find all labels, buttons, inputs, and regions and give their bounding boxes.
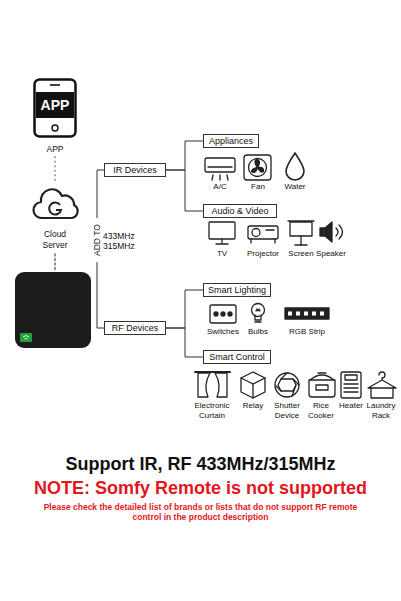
- rgb-strip-icon: [285, 308, 329, 319]
- hub-device: [15, 272, 91, 348]
- box-text: Smart Lighting: [204, 284, 270, 296]
- cloud-caption: Cloud Server: [39, 229, 71, 251]
- device-label: Projector: [241, 249, 285, 259]
- cloud-outline: [30, 185, 80, 225]
- group-box: Smart Control: [203, 350, 271, 364]
- device-label: Shutter Device: [270, 401, 304, 420]
- branch-line: [166, 141, 203, 170]
- device-label: Rice Cooker: [306, 401, 336, 420]
- dotted-link: [54, 254, 55, 270]
- wifi-indicator: [20, 333, 32, 342]
- note-detail: Please check the detailed list of brands…: [33, 502, 369, 522]
- water-icon: [286, 153, 304, 180]
- box-text: RF Devices: [105, 322, 165, 334]
- curtain-icon: [195, 372, 230, 397]
- relay-icon: [241, 372, 265, 398]
- bulb-icon: [252, 304, 265, 323]
- switch-icon: [210, 305, 236, 323]
- device-label: A/C: [200, 182, 240, 192]
- device-label: Speaker: [313, 249, 349, 259]
- cloud-logo: [49, 203, 61, 215]
- phone-button: [52, 125, 58, 131]
- dotted-link: [55, 156, 56, 183]
- group-box: Smart Lighting: [203, 283, 271, 297]
- phone-screen: [36, 92, 74, 118]
- group-box: Audio & Video: [203, 204, 277, 218]
- device-label: Electronic Curtain: [191, 401, 233, 420]
- cloud-server: Cloud Server: [30, 185, 80, 225]
- device-label: Screen: [283, 249, 319, 259]
- link-label: ADD TO: [92, 218, 102, 262]
- cloud-shape: [33, 189, 77, 218]
- category-box: IR Devices: [104, 163, 166, 177]
- box-text: Audio & Video: [204, 205, 276, 217]
- shutter-icon: [275, 373, 299, 397]
- device-label: Heater: [336, 401, 366, 411]
- note-text: NOTE: Somfy Remote is not supported: [0, 478, 401, 500]
- support-heading: Support IR, RF 433MHz/315MHz: [0, 454, 401, 476]
- rice-cooker-icon: [309, 373, 335, 397]
- branch-line: [166, 170, 203, 211]
- device-label: Relay: [238, 401, 268, 411]
- phone-speaker: [50, 84, 60, 86]
- device-label: Switches: [203, 327, 243, 337]
- device-label: Laundry Rack: [363, 401, 399, 420]
- device-label: Fan: [238, 182, 278, 192]
- app-phone: APPAPP: [33, 78, 77, 138]
- device-label: Bulbs: [242, 327, 274, 337]
- phone-screen-text: APP: [36, 92, 74, 118]
- laundry-rack-icon: [368, 372, 396, 398]
- tv-icon: [209, 222, 235, 244]
- category-box: RF Devices: [104, 321, 166, 335]
- wifi-symbol: [23, 336, 29, 340]
- device-label: RGB Strip: [283, 327, 331, 337]
- heater-icon: [341, 372, 361, 398]
- speaker-icon: [320, 222, 343, 242]
- branch-line: [166, 290, 203, 328]
- group-box: Appliances: [203, 134, 259, 148]
- projector-icon: [248, 226, 278, 243]
- phone-caption: APP: [27, 144, 83, 154]
- branch-line: [166, 328, 203, 357]
- screen-icon: [288, 221, 314, 245]
- device-label: Water: [275, 182, 315, 192]
- ac-icon: [205, 158, 235, 180]
- box-text: IR Devices: [105, 164, 165, 176]
- device-label: TV: [202, 249, 242, 259]
- fan-icon: [244, 155, 271, 180]
- box-text: Smart Control: [204, 351, 270, 363]
- box-text: Appliances: [204, 135, 258, 147]
- frequency-label: 433MHz 315MHz: [103, 231, 141, 251]
- phone-body: [35, 80, 76, 137]
